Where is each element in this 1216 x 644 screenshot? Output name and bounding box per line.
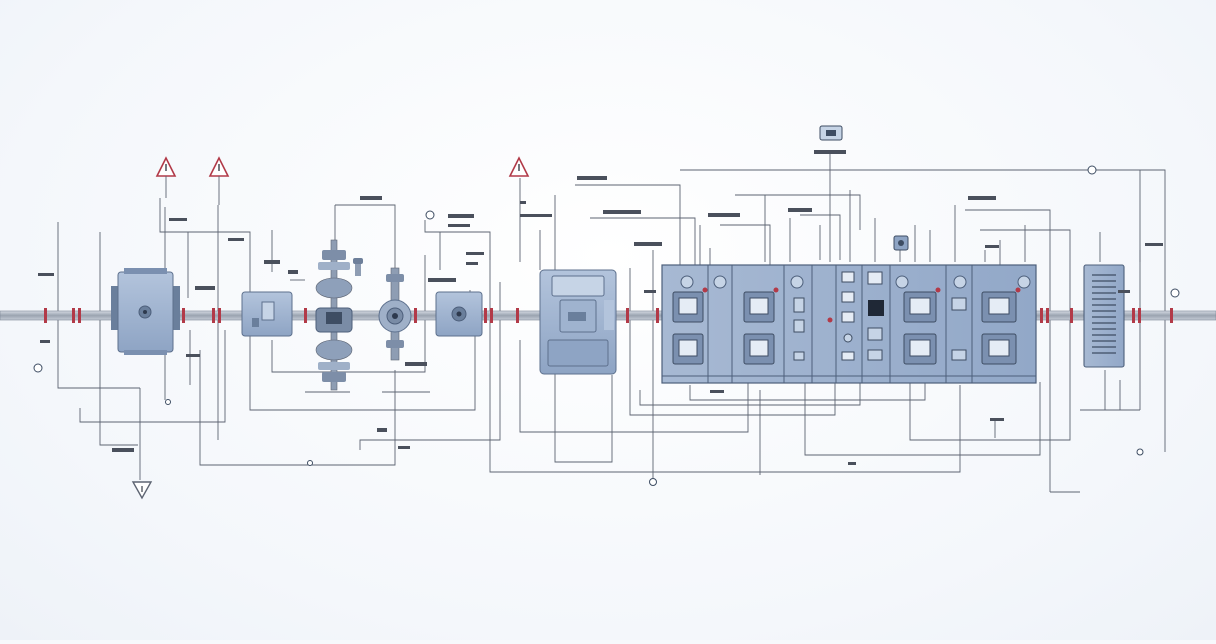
warning-triangle-icon [131, 481, 153, 500]
terminal-icon [793, 271, 967, 361]
motor-icon [435, 291, 483, 337]
sensor-icon [893, 235, 909, 251]
connection-nodes [33, 165, 1180, 486]
meter-icon [672, 291, 1017, 365]
motor-icon [241, 291, 293, 337]
vented-cabinet [1083, 264, 1125, 368]
warning-triangle-icon [155, 156, 177, 198]
junction-box [111, 268, 180, 355]
valve-icon [315, 239, 363, 391]
gauge-icon [680, 275, 1031, 289]
warning-triangle-icon [208, 156, 230, 205]
pipe-flanges [44, 308, 1173, 323]
sensor-icon [819, 125, 843, 141]
valve-icon [378, 267, 412, 361]
status-indicators [702, 287, 1021, 323]
control-unit [539, 269, 617, 375]
annotation-marks [38, 150, 1163, 465]
warning-triangle-icon [508, 156, 530, 177]
